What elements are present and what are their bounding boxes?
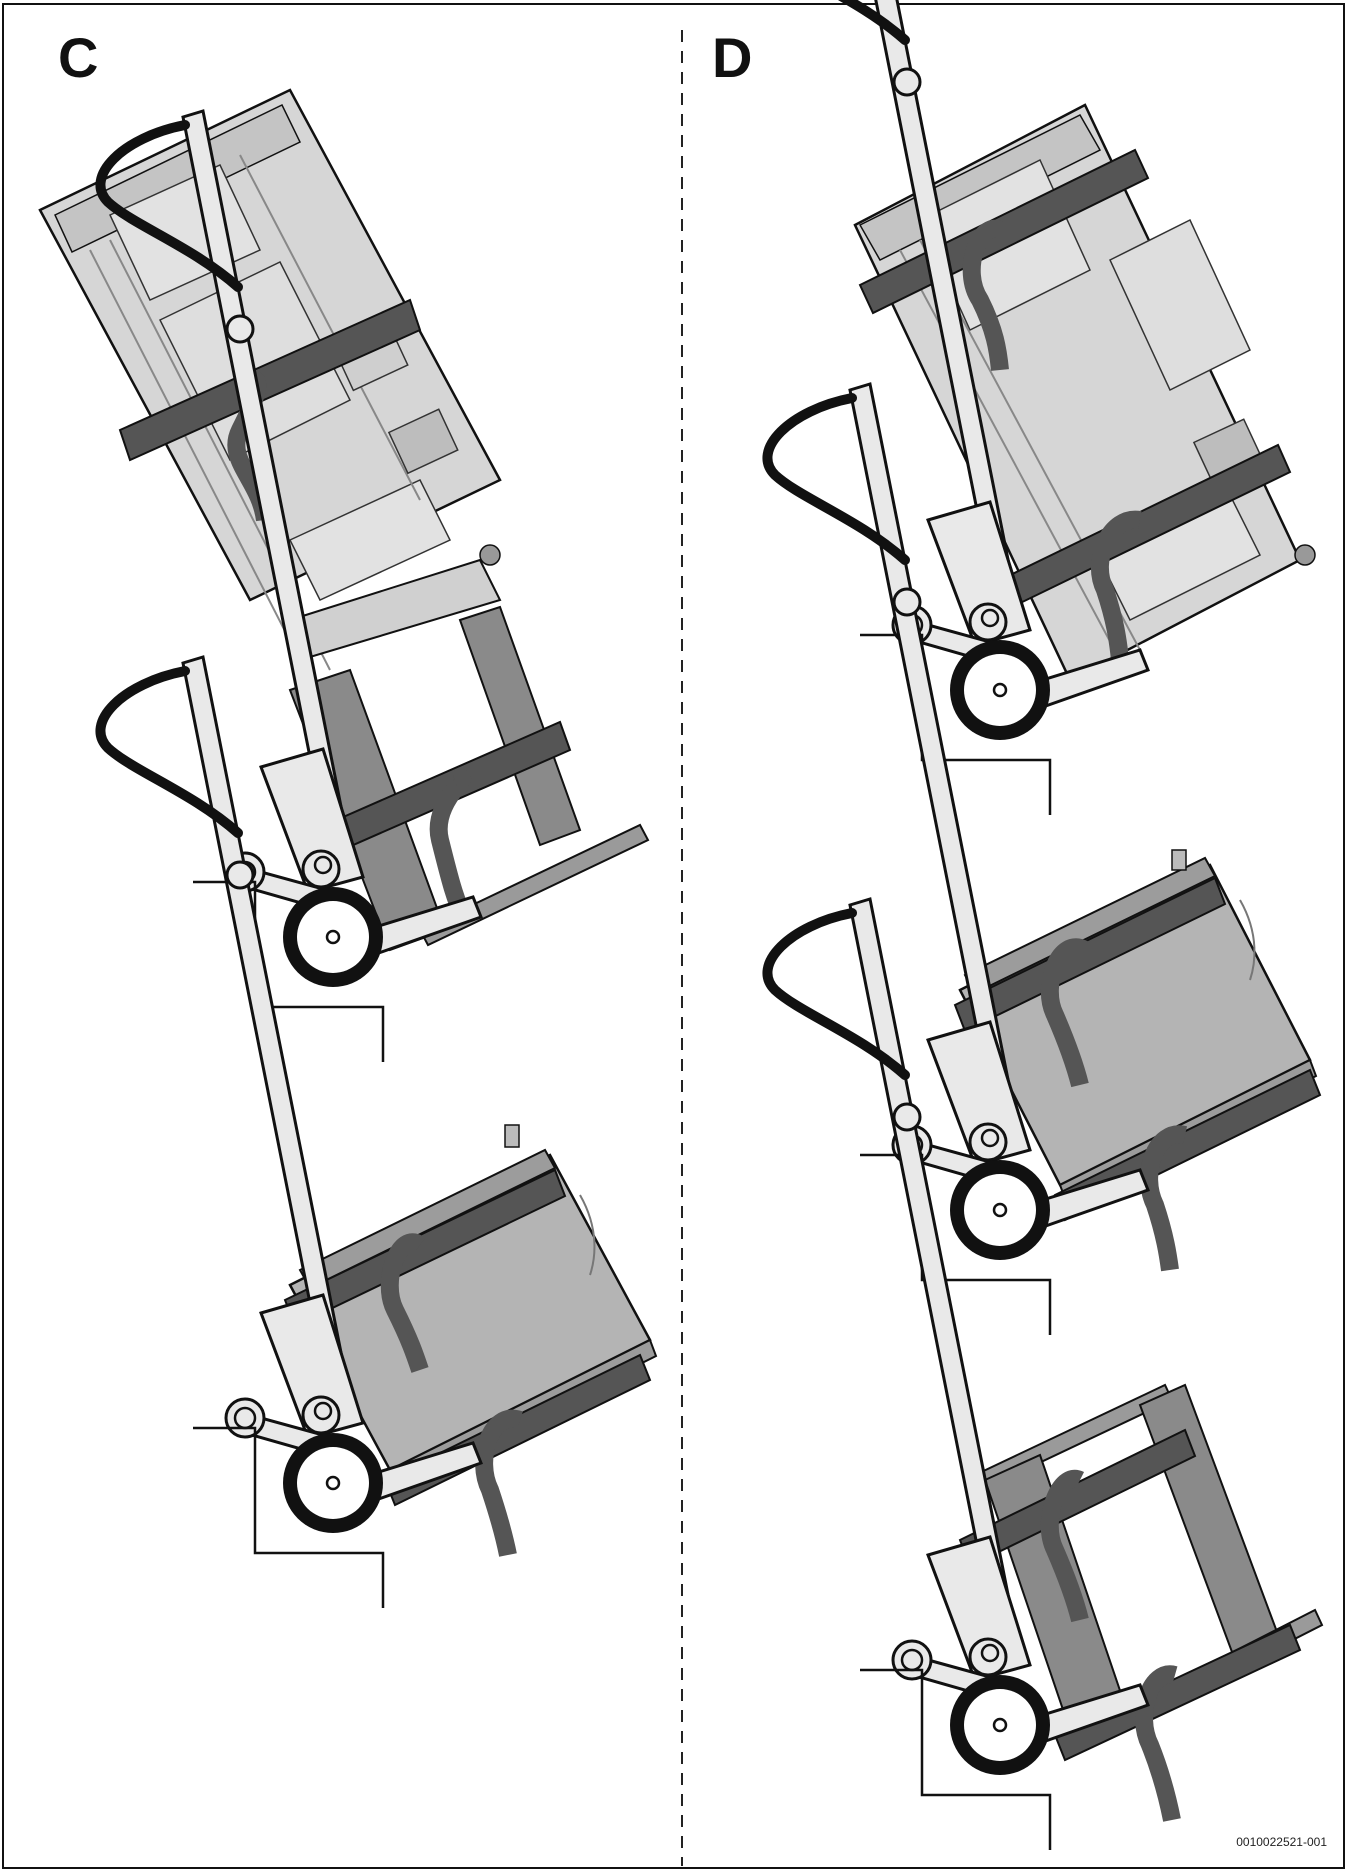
d-bottom-assembly xyxy=(958,1383,1324,1822)
figure-frame xyxy=(2,3,1345,1869)
panel-label-d: D xyxy=(712,26,753,89)
panel-label-c: C xyxy=(58,26,99,89)
figure-code: 0010022521-001 xyxy=(1236,1835,1327,1849)
d-top-assembly xyxy=(853,103,1316,682)
d-middle-assembly xyxy=(953,849,1322,1272)
